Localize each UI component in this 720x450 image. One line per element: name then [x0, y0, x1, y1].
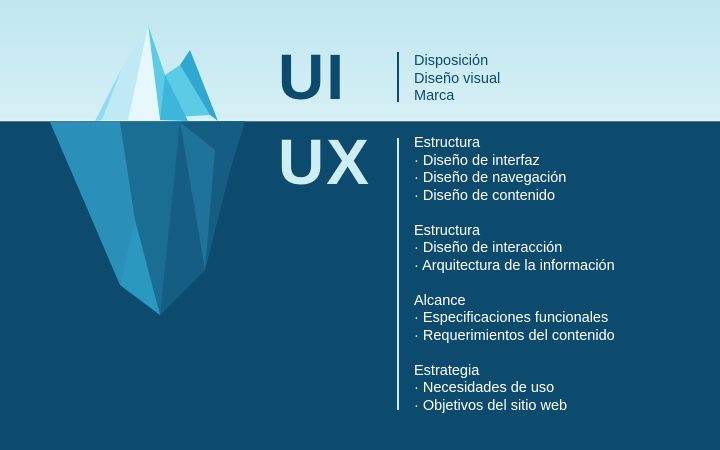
- ux-group-heading: Estructura: [414, 135, 481, 151]
- ui-item-brand: Marca: [414, 88, 455, 104]
- ux-group-heading: Estructura: [414, 222, 481, 239]
- ux-group-heading: Estrategia: [414, 362, 480, 379]
- ui-item-visual-design: Diseño visual: [414, 70, 501, 87]
- ux-item: Objetivos del sitio web: [414, 398, 714, 416]
- ux-title: UX: [278, 126, 371, 198]
- ui-list: Disposición Diseño visual Marca: [414, 53, 500, 106]
- ux-item: Arquitectura de la información: [414, 258, 714, 276]
- ux-list: Estructura Diseño de interfaz Diseño de …: [414, 135, 714, 433]
- ux-item: Diseño de navegación: [414, 170, 714, 188]
- waterline: [0, 119, 720, 122]
- ux-item: Necesidades de uso: [414, 380, 714, 398]
- ux-item: Diseño de interfaz: [414, 153, 714, 171]
- ux-group-scope: Alcance Especificaciones funcionales Req…: [414, 293, 714, 346]
- ux-item: Diseño de contenido: [414, 188, 714, 206]
- ux-group-heading: Alcance: [414, 292, 466, 309]
- ux-item: Requerimientos del contenido: [414, 328, 714, 346]
- iceberg-icon: [50, 25, 245, 315]
- ui-divider: [397, 52, 399, 102]
- ui-item-layout: Disposición: [414, 53, 489, 69]
- ux-group-structure-2: Estructura Diseño de interacción Arquite…: [414, 223, 714, 276]
- ux-item: Especificaciones funcionales: [414, 310, 714, 328]
- ux-item: Diseño de interacción: [414, 240, 714, 258]
- ux-divider: [397, 138, 399, 410]
- ux-group-strategy: Estrategia Necesidades de uso Objetivos …: [414, 363, 714, 416]
- ux-group-structure-1: Estructura Diseño de interfaz Diseño de …: [414, 135, 714, 205]
- ui-title: UI: [278, 41, 346, 113]
